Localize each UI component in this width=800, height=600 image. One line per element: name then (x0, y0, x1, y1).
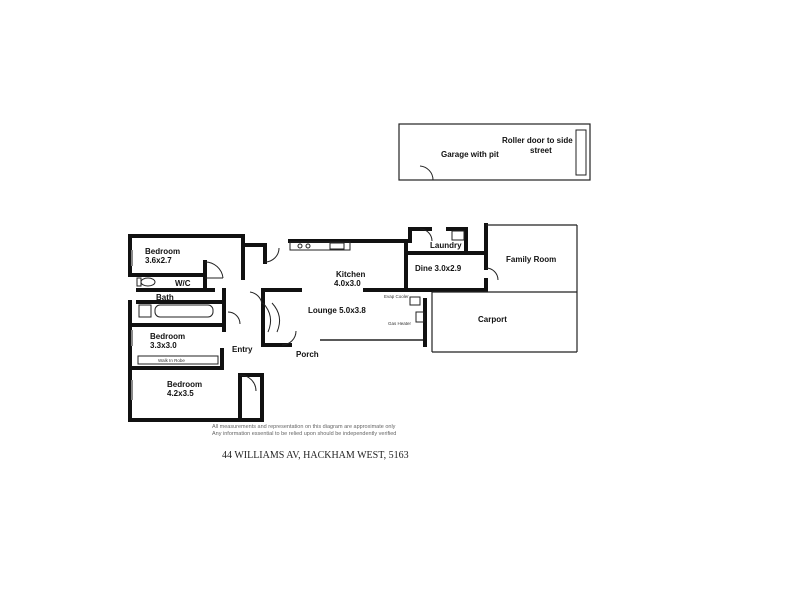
gas-heater-label: Gas Heater (388, 321, 412, 326)
entry-label: Entry (232, 345, 253, 354)
bedroom3-size: 4.2x3.5 (167, 389, 194, 398)
bath-label: Bath (156, 293, 174, 302)
garage-roller-door-label-1: Roller door to side (502, 136, 573, 145)
bedroom2-size: 3.3x3.0 (150, 341, 177, 350)
porch-label: Porch (296, 350, 319, 359)
bedroom1-name: Bedroom (145, 247, 180, 256)
garage-roller-door-label-2: street (530, 146, 552, 155)
address-caption: 44 WILLIAMS AV, HACKHAM WEST, 5163 (222, 450, 409, 461)
lounge-label: Lounge 5.0x3.8 (308, 306, 366, 315)
garage-label: Garage with pit (441, 150, 499, 159)
walk-in-robe-label: Walk In Robe (158, 358, 185, 363)
wc-label: W/C (175, 279, 191, 288)
garage-door-swing (419, 165, 434, 181)
evap-cooler-label: Evap Cooler (384, 294, 409, 299)
roller-door (575, 129, 587, 176)
kitchen-size: 4.0x3.0 (334, 279, 361, 288)
bedroom1-size: 3.6x2.7 (145, 256, 172, 265)
bedroom2-name: Bedroom (150, 332, 185, 341)
carport (431, 291, 578, 353)
fixtures (131, 228, 499, 400)
garage: Roller door to side street Garage with p… (398, 123, 591, 181)
house-walls (128, 223, 578, 422)
kitchen-name: Kitchen (336, 270, 365, 279)
carport-label: Carport (478, 315, 507, 324)
family-room-label: Family Room (506, 255, 556, 264)
laundry-label: Laundry (430, 241, 462, 250)
dine-label: Dine 3.0x2.9 (415, 264, 462, 273)
garage-outline (398, 123, 591, 181)
disclaimer-line-1: All measurements and representation on t… (212, 424, 396, 430)
bedroom3-name: Bedroom (167, 380, 202, 389)
room-labels: Bedroom 3.6x2.7 Laundry Family Room Kitc… (145, 241, 556, 398)
disclaimer-line-2: Any information essential to be relied u… (212, 431, 396, 437)
